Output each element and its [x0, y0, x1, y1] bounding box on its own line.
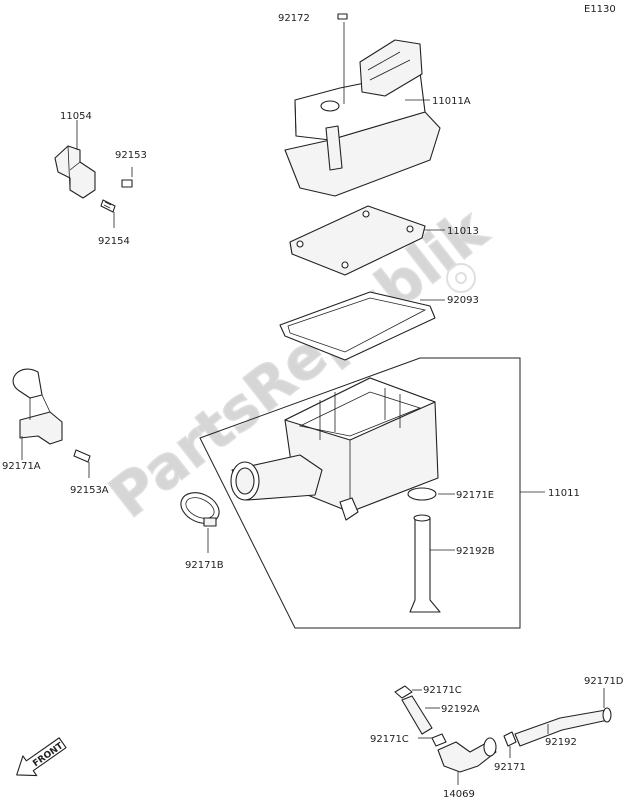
part-label-11013: 11013: [447, 226, 479, 237]
part-label-92171D: 92171D: [584, 676, 624, 687]
part-label-92093: 92093: [447, 295, 479, 306]
diagram-code: E1130: [584, 4, 616, 15]
part-label-92171C-upper: 92171C: [423, 685, 462, 696]
clamp-92171B-icon: [180, 492, 220, 553]
watermark-gear-icon: [446, 263, 476, 293]
bolt-92153A-icon: [73, 449, 91, 478]
part-label-92192A: 92192A: [441, 704, 480, 715]
air-cleaner-cover: [284, 13, 441, 197]
hose-assembly-right: [503, 688, 612, 758]
part-label-92192B: 92192B: [456, 546, 495, 557]
cover-screw-icon: [337, 13, 348, 20]
part-label-14069: 14069: [443, 789, 475, 800]
part-label-92171A: 92171A: [2, 461, 41, 472]
bolt-92154-icon: [100, 199, 116, 228]
case-assembly-outline: [199, 357, 521, 629]
gasket: [279, 291, 445, 361]
clamp-92171E-icon: [407, 487, 455, 501]
part-label-11011: 11011: [548, 488, 580, 499]
part-labels: 92172 11011A 11054 92153 92154 11013 920…: [2, 13, 624, 800]
clamp-92171C-upper-icon: [394, 685, 413, 699]
clamp-bracket-assembly: [12, 368, 91, 478]
valve-14069-icon: [437, 741, 497, 773]
hose-assembly-left: [394, 685, 497, 785]
bracket-assembly: [54, 120, 133, 228]
part-label-11011A: 11011A: [432, 96, 471, 107]
air-filter-element: [289, 205, 445, 276]
part-label-11054: 11054: [60, 111, 92, 122]
part-label-92154: 92154: [98, 236, 130, 247]
part-label-92171B: 92171B: [185, 560, 224, 571]
part-label-92171C-lower: 92171C: [370, 734, 409, 745]
part-label-92153: 92153: [115, 150, 147, 161]
part-label-92153A: 92153A: [70, 485, 109, 496]
part-label-92171: 92171: [494, 762, 526, 773]
bolt-92153-icon: [121, 167, 133, 188]
drain-tube-92192B-icon: [409, 514, 455, 613]
part-label-92172: 92172: [278, 13, 310, 24]
hose-92192A-icon: [401, 695, 433, 735]
clamp-92171-icon: [503, 731, 517, 747]
front-arrow: FRONT: [16, 737, 67, 777]
clamp-92171C-lower-icon: [431, 733, 447, 747]
part-label-92192: 92192: [545, 737, 577, 748]
part-label-92171E: 92171E: [456, 490, 494, 501]
air-cleaner-case: [230, 377, 439, 521]
